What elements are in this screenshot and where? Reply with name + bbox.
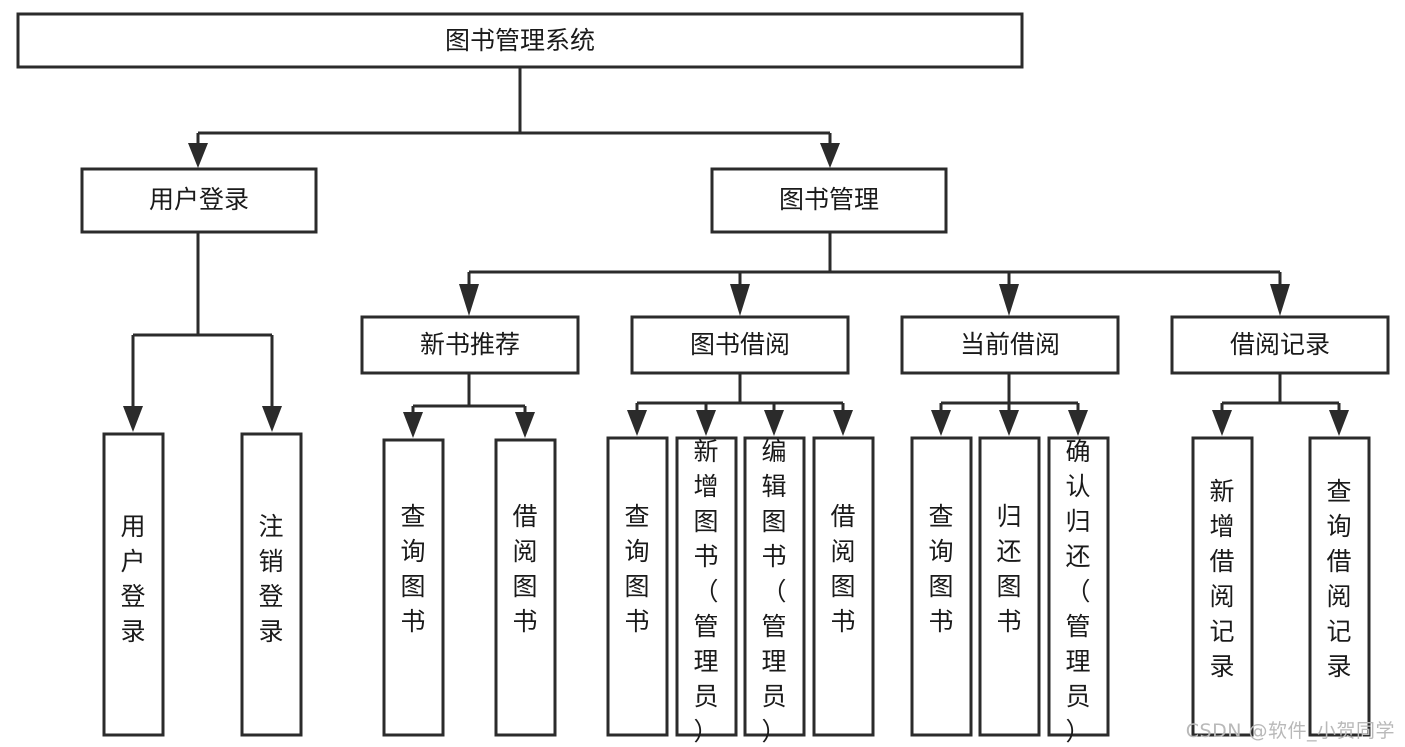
arrowhead-records-leaf2 bbox=[1329, 410, 1349, 436]
node-user-login-label: 用户登录 bbox=[149, 185, 249, 214]
arrowhead-user-login bbox=[188, 143, 208, 168]
node-book-borrow[interactable]: 图书借阅 bbox=[630, 315, 850, 375]
leaf-current-confirm-return-box[interactable] bbox=[1047, 436, 1110, 737]
arrowhead-borrow-records bbox=[1270, 284, 1290, 316]
leaf-borrow-edit-book-label: 编辑图书（管理员） bbox=[761, 437, 786, 746]
node-book-management-label: 图书管理 bbox=[779, 185, 879, 214]
leaf-user-login-label: 用户登录 bbox=[120, 512, 145, 646]
leaf-records-add-record-label: 新增借阅记录 bbox=[1209, 477, 1234, 681]
leaf-current-return-book-label: 归还图书 bbox=[996, 502, 1021, 636]
arrowhead-recommend-leaf2 bbox=[515, 412, 535, 438]
leaf-records-query-record-box[interactable] bbox=[1308, 436, 1371, 737]
arrowhead-borrow-leaf1 bbox=[627, 410, 647, 436]
leaf-current-query-book-label: 查询图书 bbox=[928, 502, 953, 636]
node-current-borrow-box[interactable] bbox=[900, 315, 1120, 375]
node-book-management-box[interactable] bbox=[710, 167, 948, 234]
leaf-records-add-record[interactable]: 新增借阅记录 bbox=[1191, 436, 1254, 737]
leaf-current-query-book-box[interactable] bbox=[910, 436, 973, 737]
leaf-recommend-borrow-book-label: 借阅图书 bbox=[512, 502, 537, 636]
node-current-borrow[interactable]: 当前借阅 bbox=[900, 315, 1120, 375]
leaf-borrow-query-book-box[interactable] bbox=[606, 436, 669, 737]
leaf-recommend-query-book-label: 查询图书 bbox=[400, 502, 425, 636]
node-root-label: 图书管理系统 bbox=[445, 26, 595, 55]
arrowhead-current-leaf1 bbox=[931, 410, 951, 436]
node-root[interactable]: 图书管理系统 bbox=[16, 12, 1024, 69]
leaf-user-login-box[interactable] bbox=[102, 432, 165, 737]
arrowhead-current-borrow bbox=[999, 284, 1019, 316]
leaf-recommend-borrow-book[interactable]: 借阅图书 bbox=[494, 438, 557, 737]
node-root-box[interactable] bbox=[16, 12, 1024, 69]
leaf-borrow-borrow-book-box[interactable] bbox=[812, 436, 875, 737]
leaf-current-return-book[interactable]: 归还图书 bbox=[978, 436, 1041, 737]
leaf-current-query-book[interactable]: 查询图书 bbox=[910, 436, 973, 737]
leaf-current-confirm-return-label: 确认归还（管理员） bbox=[1065, 437, 1090, 746]
arrowhead-records-leaf1 bbox=[1212, 410, 1232, 436]
leaf-recommend-query-book[interactable]: 查询图书 bbox=[382, 438, 445, 737]
arrowhead-borrow-leaf3 bbox=[764, 410, 784, 436]
arrowhead-new-book-recommend bbox=[459, 284, 479, 316]
arrowhead-current-leaf2 bbox=[999, 410, 1019, 436]
leaf-records-query-record-label: 查询借阅记录 bbox=[1326, 477, 1351, 681]
leaf-logout-label: 注销登录 bbox=[258, 512, 283, 646]
leaf-current-confirm-return[interactable]: 确认归还（管理员） bbox=[1047, 436, 1110, 746]
node-book-borrow-box[interactable] bbox=[630, 315, 850, 375]
leaf-borrow-borrow-book[interactable]: 借阅图书 bbox=[812, 436, 875, 737]
node-new-book-recommend[interactable]: 新书推荐 bbox=[360, 315, 580, 375]
node-user-login[interactable]: 用户登录 bbox=[80, 167, 318, 234]
leaf-recommend-query-book-box[interactable] bbox=[382, 438, 445, 737]
arrowhead-current-leaf3 bbox=[1068, 410, 1088, 436]
arrowhead-leaf-user-login bbox=[123, 406, 143, 432]
node-borrow-records-label: 借阅记录 bbox=[1230, 330, 1330, 359]
node-book-borrow-label: 图书借阅 bbox=[690, 330, 790, 359]
arrowhead-book-mgmt bbox=[820, 143, 840, 168]
node-user-login-box[interactable] bbox=[80, 167, 318, 234]
leaf-logout[interactable]: 注销登录 bbox=[240, 432, 303, 737]
leaf-borrow-edit-book-box[interactable] bbox=[743, 436, 806, 737]
node-new-book-recommend-label: 新书推荐 bbox=[420, 330, 520, 359]
leaf-borrow-add-book-label: 新增图书（管理员） bbox=[693, 437, 718, 746]
leaf-borrow-add-book[interactable]: 新增图书（管理员） bbox=[675, 436, 738, 746]
node-borrow-records-box[interactable] bbox=[1170, 315, 1390, 375]
arrowhead-book-borrow bbox=[730, 284, 750, 316]
leaf-borrow-add-book-box[interactable] bbox=[675, 436, 738, 737]
leaf-current-return-book-box[interactable] bbox=[978, 436, 1041, 737]
node-borrow-records[interactable]: 借阅记录 bbox=[1170, 315, 1390, 375]
leaf-records-query-record[interactable]: 查询借阅记录 bbox=[1308, 436, 1371, 737]
node-book-management[interactable]: 图书管理 bbox=[710, 167, 948, 234]
arrowhead-borrow-leaf4 bbox=[833, 410, 853, 436]
connector-layer bbox=[123, 67, 1349, 438]
leaf-borrow-query-book-label: 查询图书 bbox=[624, 502, 649, 636]
leaf-recommend-borrow-book-box[interactable] bbox=[494, 438, 557, 737]
leaf-logout-box[interactable] bbox=[240, 432, 303, 737]
node-new-book-recommend-box[interactable] bbox=[360, 315, 580, 375]
leaf-borrow-borrow-book-label: 借阅图书 bbox=[830, 502, 855, 636]
node-current-borrow-label: 当前借阅 bbox=[960, 330, 1060, 359]
leaf-borrow-query-book[interactable]: 查询图书 bbox=[606, 436, 669, 737]
arrowhead-leaf-logout bbox=[262, 406, 282, 432]
csdn-watermark: CSDN @软件_小贺同学 bbox=[1185, 720, 1395, 742]
arrowhead-borrow-leaf2 bbox=[696, 410, 716, 436]
leaf-borrow-edit-book[interactable]: 编辑图书（管理员） bbox=[743, 436, 806, 746]
arrowhead-recommend-leaf1 bbox=[403, 412, 423, 438]
leaf-user-login[interactable]: 用户登录 bbox=[102, 432, 165, 737]
leaf-records-add-record-box[interactable] bbox=[1191, 436, 1254, 737]
